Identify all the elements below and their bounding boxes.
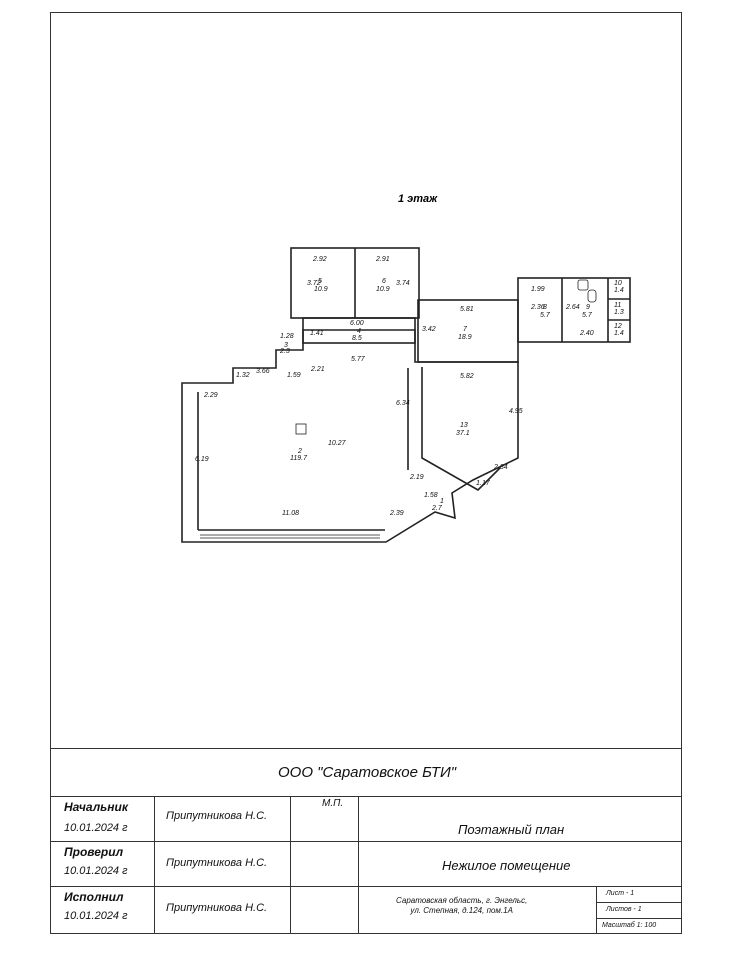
title-block: ООО "Саратовское БТИ" М.П. Начальник 10.…	[50, 748, 682, 934]
dim-label: 2.39	[390, 510, 404, 517]
room-area: 1.4	[614, 330, 624, 337]
dim-label: 2.36	[531, 304, 545, 311]
signer-name: Припутникова Н.С.	[166, 902, 268, 914]
room-number: 11	[614, 302, 622, 309]
role-label: Проверил	[64, 845, 124, 859]
dim-label: 3.74	[396, 280, 410, 287]
object-type: Нежилое помещение	[442, 858, 571, 873]
dim-label: 1.59	[287, 372, 301, 379]
dim-label: 5.77	[351, 356, 365, 363]
floor-label: 1 этаж	[398, 193, 438, 205]
room-number: 9	[586, 304, 590, 311]
scale-label: Масштаб 1: 100	[602, 922, 657, 929]
dim-label: 3.66	[256, 368, 270, 375]
room-number: 4	[357, 328, 361, 335]
room-area: 2.3	[280, 348, 290, 355]
signer-name: Припутникова Н.С.	[166, 857, 268, 869]
room-area: 119.7	[290, 455, 307, 462]
room-area: 37.1	[456, 430, 470, 437]
dim-label: 6.00	[350, 320, 364, 327]
stamp-label: М.П.	[322, 798, 344, 809]
date-label: 10.01.2024 г	[64, 910, 128, 922]
date-label: 10.01.2024 г	[64, 822, 128, 834]
dim-label: 11.08	[282, 510, 299, 517]
dim-label: 3.42	[422, 326, 436, 333]
dim-label: 2.40	[580, 330, 594, 337]
room-number: 7	[463, 326, 467, 333]
room-area: 1.3	[614, 309, 624, 316]
dim-label: 1.58	[424, 492, 438, 499]
room-number: 6	[382, 278, 386, 285]
dim-label: 2.64	[566, 304, 580, 311]
address-line-1: Саратовская область, г. Энгельс,	[396, 896, 528, 905]
sheet-count: Листов - 1	[606, 906, 642, 913]
organization-name: ООО "Саратовское БТИ"	[278, 764, 457, 781]
room-number: 10	[614, 280, 622, 287]
dim-label: 5.81	[460, 306, 474, 313]
room-number: 13	[460, 422, 468, 429]
date-label: 10.01.2024 г	[64, 865, 128, 877]
room-number: 5	[318, 278, 322, 285]
room-area: 10.9	[376, 286, 390, 293]
dim-label: 4.95	[509, 408, 523, 415]
room-area: 10.9	[314, 286, 328, 293]
room-area: 5.7	[582, 312, 592, 319]
dim-label: 6.19	[195, 456, 209, 463]
role-label: Исполнил	[64, 890, 124, 904]
dim-label: 2.29	[204, 392, 218, 399]
floor-plan: 1 этаж	[181, 193, 631, 543]
dim-label: 2.21	[311, 366, 325, 373]
room-area: 8.5	[352, 335, 362, 342]
dim-label: 1.32	[236, 372, 250, 379]
address: Саратовская область, г. Энгельс, ул. Сте…	[396, 896, 527, 916]
room-number: 8	[543, 304, 547, 311]
sheet-number: Лист - 1	[606, 890, 635, 897]
room-number: 3	[284, 342, 288, 349]
dim-label: 5.82	[460, 373, 474, 380]
room-number: 1	[440, 498, 444, 505]
room-area: 1.4	[614, 287, 624, 294]
dim-label: 1.28	[280, 333, 294, 340]
dim-label: 1.99	[531, 286, 545, 293]
plan-type: Поэтажный план	[458, 822, 565, 837]
dim-label: 3.72	[307, 280, 321, 287]
dim-label: 2.92	[313, 256, 327, 263]
room-number: 2	[298, 448, 302, 455]
dim-label: 6.34	[396, 400, 410, 407]
dim-label: 1.41	[310, 330, 324, 337]
room-area: 18.9	[458, 334, 472, 341]
dim-label: 2.84	[494, 464, 508, 471]
signer-name: Припутникова Н.С.	[166, 810, 268, 822]
dim-label: 2.91	[376, 256, 390, 263]
dim-label: 2.19	[410, 474, 424, 481]
room-number: 12	[614, 323, 622, 330]
address-line-2: ул. Степная, д.124, пом.1А	[410, 906, 513, 915]
dim-label: 10.27	[328, 440, 346, 447]
role-label: Начальник	[64, 800, 128, 814]
drawing-frame	[50, 12, 682, 934]
room-area: 5.7	[540, 312, 550, 319]
dim-label: 1.17	[476, 480, 490, 487]
room-area: 2.7	[432, 505, 442, 512]
